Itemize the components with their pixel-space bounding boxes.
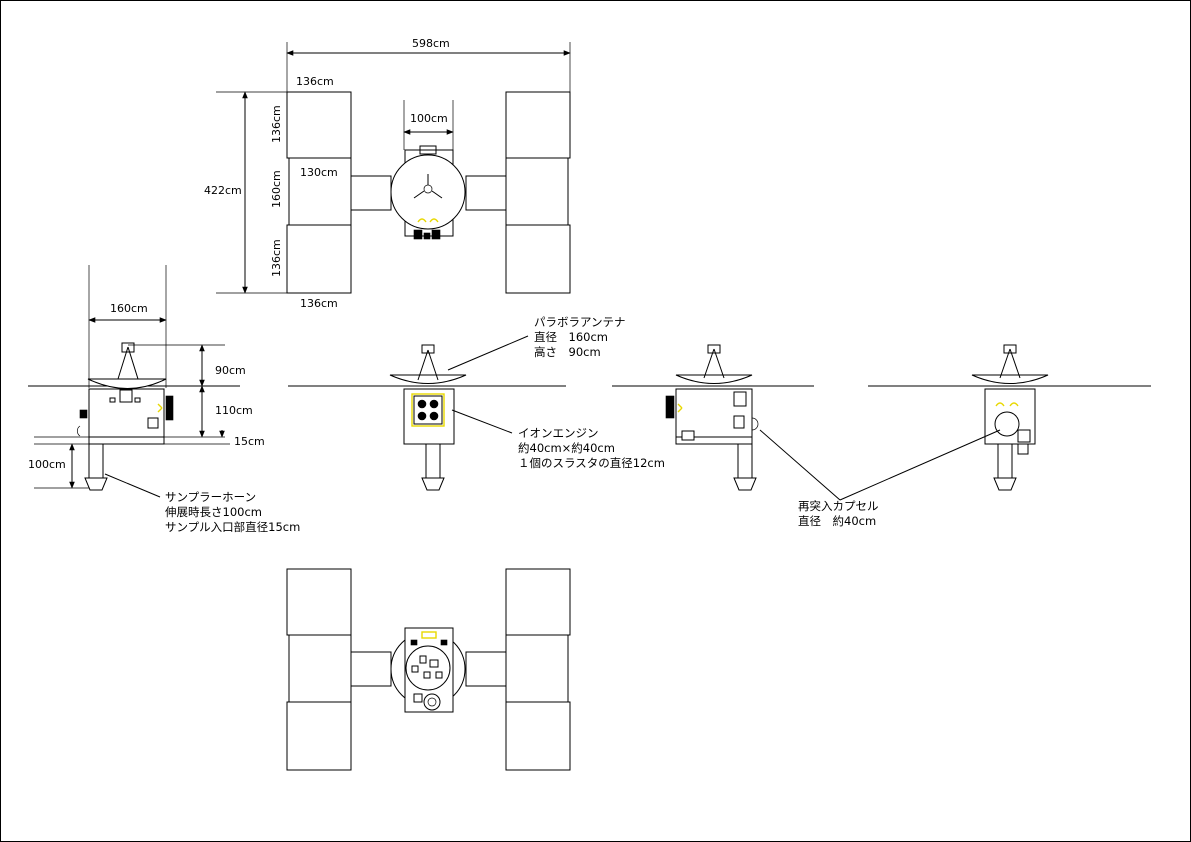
right-boom xyxy=(465,175,507,211)
antenna-label-1: パラボラアンテナ xyxy=(534,315,626,329)
dim-horn-length: 100cm xyxy=(28,458,66,471)
left-boom xyxy=(350,175,392,211)
side-view-1-dims: 160cm 90cm 110cm 15cm 100cm xyxy=(28,265,265,489)
dim-panel-width-bottom: 136cm xyxy=(300,297,338,310)
top-view xyxy=(286,91,571,294)
antenna-dish-side-3 xyxy=(675,374,753,384)
bottom-left-panel-3 xyxy=(286,701,352,771)
top-view-dims: 598cm 136cm 100cm 130cm 422cm 136cm 160c… xyxy=(204,37,571,310)
annotation-antenna: パラボラアンテナ 直径 160cm 高さ 90cm xyxy=(447,315,626,371)
horn-label-2: 伸展時長さ100cm xyxy=(165,505,262,519)
bottom-right-panel-3 xyxy=(505,701,571,771)
sampler-horn-1 xyxy=(88,443,104,479)
left-panel-1 xyxy=(286,91,352,159)
body-side-1 xyxy=(88,388,165,438)
dim-body-width-side: 160cm xyxy=(110,302,148,315)
annotation-engine: イオンエンジン 約40cm×約40cm １個のスラスタの直径12cm xyxy=(451,409,665,470)
right-panel-3 xyxy=(505,224,571,294)
antenna-dish-side-4 xyxy=(971,374,1049,384)
side-view-2 xyxy=(288,344,566,491)
annotation-capsule: 再突入カプセル 直径 約40cm xyxy=(759,429,1001,528)
side-view-3 xyxy=(612,344,814,491)
capsule-label-1: 再突入カプセル xyxy=(798,499,879,513)
engine-label-3: １個のスラスタの直径12cm xyxy=(518,456,665,470)
horn-label-1: サンプラーホーン xyxy=(165,490,256,504)
dim-panel-h3: 136cm xyxy=(270,239,283,277)
bottom-left-panel-1 xyxy=(286,568,352,636)
ion-engine-box xyxy=(413,395,443,425)
bottom-right-panel-1 xyxy=(505,568,571,636)
antenna-dish-top xyxy=(390,154,466,230)
antenna-label-3: 高さ 90cm xyxy=(534,345,601,359)
antenna-dish-side-2 xyxy=(389,374,467,384)
dim-panel-h1: 136cm xyxy=(270,105,283,143)
dim-antenna-height: 90cm xyxy=(215,364,246,377)
dim-body-width-top: 100cm xyxy=(410,112,448,125)
reentry-capsule xyxy=(994,411,1020,437)
dim-panel-width-top: 136cm xyxy=(296,75,334,88)
right-panel-2 xyxy=(505,157,569,226)
capsule-label-2: 直径 約40cm xyxy=(798,514,876,528)
body-side-3 xyxy=(675,388,753,438)
side-view-1 xyxy=(28,342,240,491)
annotation-horn: サンプラーホーン 伸展時長さ100cm サンプル入口部直径15cm xyxy=(104,473,300,534)
horn-label-3: サンプル入口部直径15cm xyxy=(165,520,300,534)
bottom-view xyxy=(286,568,571,771)
dim-total-span: 598cm xyxy=(412,37,450,50)
engine-label-1: イオンエンジン xyxy=(518,426,599,440)
side-view-4 xyxy=(868,344,1151,491)
bottom-right-panel-2 xyxy=(505,634,569,703)
antenna-label-2: 直径 160cm xyxy=(534,330,608,344)
left-panel-3 xyxy=(286,224,352,294)
dim-base-height: 15cm xyxy=(234,435,265,448)
dim-total-height: 422cm xyxy=(204,184,242,197)
right-panel-1 xyxy=(505,91,571,159)
antenna-dish-side-1 xyxy=(87,378,167,389)
dim-panel-h2: 160cm xyxy=(270,170,283,208)
left-panel-2 xyxy=(288,157,352,226)
engine-label-2: 約40cm×約40cm xyxy=(518,441,615,455)
dim-body-height: 110cm xyxy=(215,404,253,417)
bottom-left-panel-2 xyxy=(288,634,352,703)
dim-boom-length: 130cm xyxy=(300,166,338,179)
